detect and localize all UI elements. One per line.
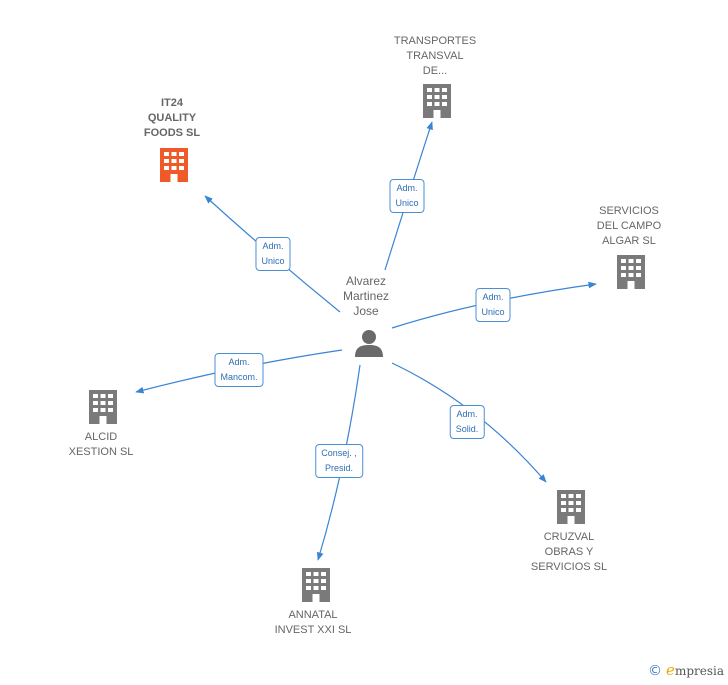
building-icon[interactable] [300,568,332,602]
edge-label-transval: Adm. Unico [389,179,425,213]
building-icon[interactable] [87,390,119,424]
edge-label-alcid: Adm. Mancom. [214,353,264,387]
copyright-icon: © [648,663,663,679]
person-label: Alvarez Martinez Jose [342,274,390,318]
node-label-servicios: SERVICIOS DEL CAMPO ALGAR SL [596,205,662,247]
building-icon[interactable] [615,255,647,289]
node-label-cruzval: CRUZVAL OBRAS Y SERVICIOS SL [530,531,608,573]
edge-label-servicios: Adm. Unico [475,288,511,322]
node-label-annatal: ANNATAL INVEST XXI SL [274,609,352,636]
node-label-it24: IT24 QUALITY FOODS SL [143,97,201,139]
building-icon[interactable] [421,84,453,118]
building-icon[interactable] [158,148,190,182]
brand-watermark: ©empresia [648,661,724,679]
building-icon[interactable] [555,490,587,524]
node-label-transval: TRANSPORTES TRANSVAL DE... [393,35,477,77]
edge-label-annatal: Consej. , Presid. [315,444,363,478]
brand-initial: e [666,661,675,679]
brand-name: mpresia [674,664,724,678]
person-icon[interactable] [354,328,384,358]
edge-label-it24: Adm. Unico [255,237,291,271]
node-label-alcid: ALCID XESTION SL [68,431,134,458]
edge-label-cruzval: Adm. Solid. [449,405,485,439]
